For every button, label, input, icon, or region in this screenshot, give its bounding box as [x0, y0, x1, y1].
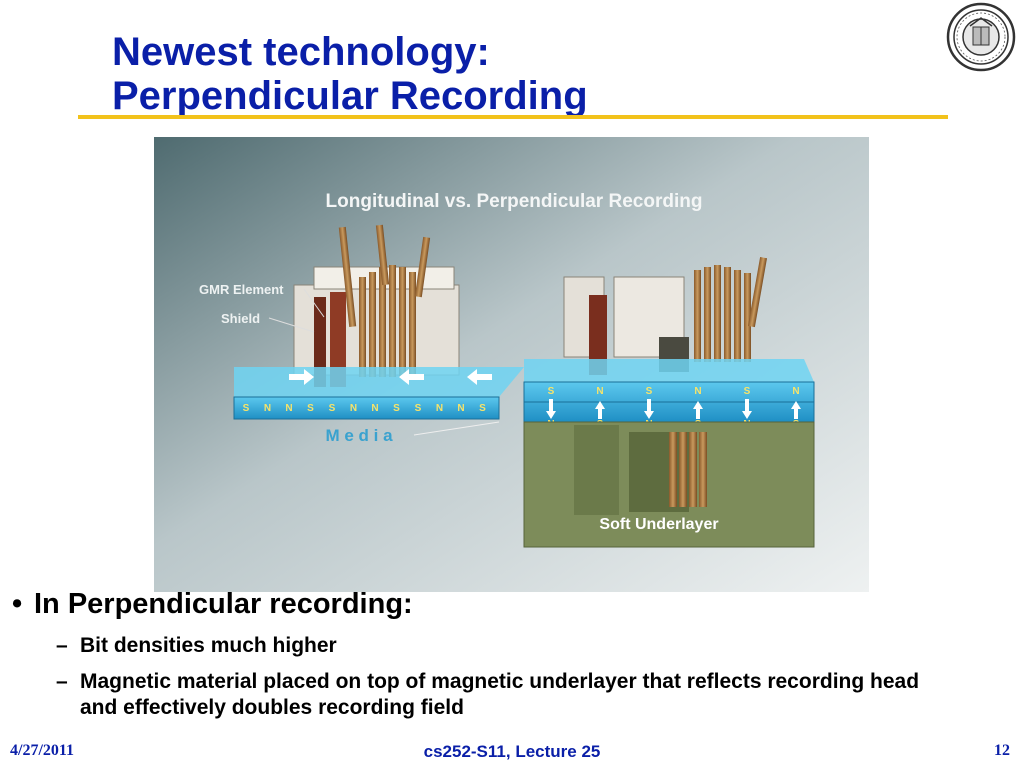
- bullet-main-text: In Perpendicular recording:: [34, 588, 413, 620]
- figure-heading: Longitudinal vs. Perpendicular Recording: [326, 191, 703, 212]
- perpendicular-head: [563, 257, 768, 375]
- pole-label: N: [371, 403, 378, 414]
- longitudinal-media: [233, 367, 524, 420]
- pole-label: N: [457, 403, 464, 414]
- pole-label: N: [350, 403, 357, 414]
- title-underline: [78, 115, 948, 119]
- pole-label: N: [285, 403, 292, 414]
- longitudinal-head: [293, 224, 460, 387]
- soft-underlayer-label: Soft Underlayer: [599, 516, 718, 533]
- arrow-up-icon: [791, 401, 801, 419]
- arrow-up-icon: [693, 401, 703, 419]
- arrow-down-icon: [644, 399, 654, 419]
- arrow-down-icon: [742, 399, 752, 419]
- bullet-dash: –: [56, 634, 68, 657]
- slide-title-line-1: Newest technology:: [112, 30, 490, 74]
- bullet-sub-2-text: Magnetic material placed on top of magne…: [80, 670, 920, 719]
- pole-label: N: [436, 403, 443, 414]
- slide-title-line-2: Perpendicular Recording: [112, 74, 588, 118]
- slide-title: Newest technology: Perpendicular Recordi…: [112, 30, 588, 118]
- arrow-down-icon: [546, 399, 556, 419]
- pole-label: S: [329, 403, 336, 414]
- gmr-element-label: GMR Element: [199, 282, 284, 297]
- pole-label: S: [744, 386, 751, 397]
- pole-label: S: [548, 386, 555, 397]
- arrow-up-icon: [595, 401, 605, 419]
- bullet-dash: –: [56, 670, 68, 693]
- pole-label: S: [415, 403, 422, 414]
- footer-course: cs252-S11, Lecture 25: [423, 742, 601, 761]
- pole-label: N: [264, 403, 271, 414]
- footer-date: 4/27/2011: [10, 742, 75, 759]
- media-label: M e d i a: [325, 426, 393, 445]
- pole-label: S: [646, 386, 653, 397]
- pole-label: N: [792, 386, 799, 397]
- pole-label: N: [596, 386, 603, 397]
- longitudinal-coil: [359, 265, 416, 377]
- pole-label: S: [243, 403, 250, 414]
- pole-label: S: [393, 403, 400, 414]
- perpendicular-magnetization-arrows: [546, 399, 801, 419]
- pole-label: S: [479, 403, 486, 414]
- perpendicular-media: [523, 359, 815, 423]
- shield-label: Shield: [221, 311, 260, 326]
- perpendicular-coil: [694, 265, 751, 362]
- pole-label: S: [307, 403, 314, 414]
- bullet-sub-2: –Magnetic material placed on top of magn…: [56, 669, 936, 721]
- pole-label: N: [694, 386, 701, 397]
- recording-diagram: Longitudinal vs. Perpendicular Recording…: [154, 137, 869, 592]
- soft-underlayer: [523, 421, 815, 548]
- university-seal-icon: [946, 2, 1016, 72]
- bullet-sub-1: –Bit densities much higher: [56, 633, 936, 659]
- bullet-main: • In Perpendicular recording:: [12, 585, 413, 623]
- page-number: 12: [994, 742, 1010, 759]
- bullet-dot: •: [12, 588, 23, 620]
- bullet-sub-1-text: Bit densities much higher: [80, 634, 337, 657]
